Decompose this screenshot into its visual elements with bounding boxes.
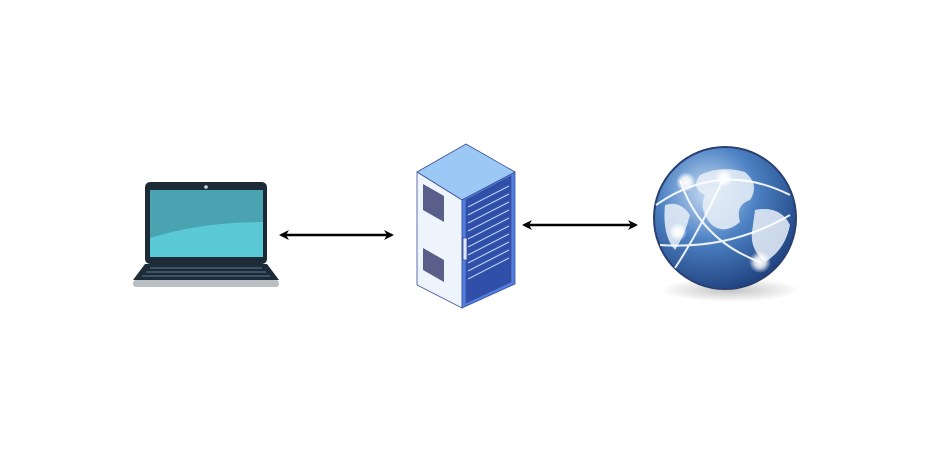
server-rack-icon (416, 143, 516, 309)
globe-icon (653, 146, 800, 302)
laptop-icon (133, 182, 279, 287)
